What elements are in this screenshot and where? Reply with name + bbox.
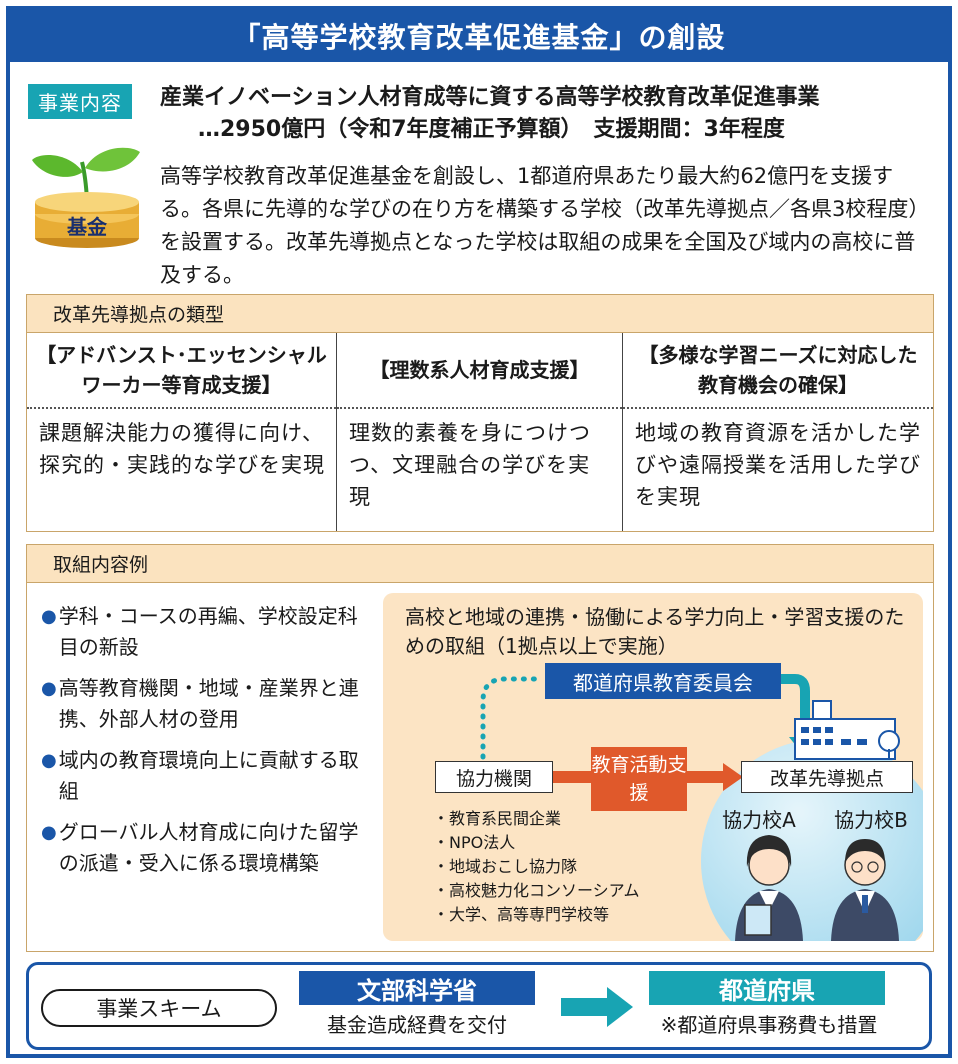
school-b-label: 協力校B [834,808,908,832]
document-frame: 「高等学校教育改革促進基金」の創設 事業内容 産業イノベーション人材育成等に資す… [6,6,952,1058]
list-item: ●学科・コースの再編、学校設定科目の新設 [41,601,371,663]
collaboration-diagram: 高校と地域の連携・協働による学力向上・学習支援のための取組（1拠点以上で実施） … [383,593,923,941]
list-item: ●グローバル人材育成に向けた留学の派遣・受入に係る環境構築 [41,817,371,879]
prefectural-board-box: 都道府県教育委員会 [545,663,781,699]
bullet-icon: ● [41,678,57,699]
type-title: 【理数系人材育成支援】 [337,333,622,409]
examples-section: 取組内容例 ●学科・コースの再編、学校設定科目の新設 ●高等教育機関・地域・産業… [26,544,934,952]
list-item: ・地域おこし協力隊 [433,857,578,876]
type-title: 【アドバンスト･エッセンシャルワーカー等育成支援】 [27,333,336,409]
scheme-label: 事業スキーム [41,989,277,1027]
headline-line2: …2950億円（令和7年度補正予算額） 支援期間：3年程度 [198,117,785,142]
type-body: 課題解決能力の獲得に向け、探究的・実践的な学びを実現 [39,421,325,477]
reform-hub-box: 改革先導拠点 [741,761,913,793]
intro-section: 事業内容 産業イノベーション人材育成等に資する高等学校教育改革促進事業 …295… [10,62,948,300]
student-girl-icon [735,835,803,941]
list-item: ●高等教育機関・地域・産業界と連携、外部人材の登用 [41,673,371,735]
bullet-icon: ● [41,606,57,627]
type-title: 【多様な学習ニーズに対応した教育機会の確保】 [623,333,933,409]
school-building-icon [794,700,900,760]
scheme-section: 事業スキーム 文部科学省 基金造成経費を交付 都道府県 ※都道府県事務費も措置 [26,962,932,1050]
types-grid: 【アドバンスト･エッセンシャルワーカー等育成支援】 課題解決能力の獲得に向け、探… [27,333,933,531]
right-arrow-icon [561,987,633,1027]
types-section: 改革先導拠点の類型 【アドバンスト･エッセンシャルワーカー等育成支援】 課題解決… [26,294,934,532]
type-body: 地域の教育資源を活かした学びや遠隔授業を活用した学びを実現 [635,421,921,509]
business-content-tag: 事業内容 [28,84,132,119]
intro-description: 高等学校教育改革促進基金を創設し、1都道府県あたり最大約62億円を支援する。各県… [160,164,930,287]
partner-org-box: 協力機関 [435,761,553,793]
type-body: 理数的素養を身につけつつ、文理融合の学びを実現 [349,421,591,509]
dotted-connector [480,676,546,760]
examples-heading: 取組内容例 [27,545,933,583]
school-a-label: 協力校A [722,808,796,832]
coin-label: 基金 [67,215,108,239]
list-item: ・NPO法人 [433,833,516,852]
ministry-box: 文部科学省 [299,971,535,1005]
diagram-title: 高校と地域の連携・協働による学力向上・学習支援のための取組（1拠点以上で実施） [405,605,905,658]
page-title: 「高等学校教育改革促進基金」の創設 [10,10,948,62]
ministry-subtext: 基金造成経費を交付 [327,1013,507,1037]
type-column-science: 【理数系人材育成支援】 理数的素養を身につけつつ、文理融合の学びを実現 [337,333,623,531]
types-heading: 改革先導拠点の類型 [27,295,933,333]
bullet-icon: ● [41,750,57,771]
examples-list: ●学科・コースの再編、学校設定科目の新設 ●高等教育機関・地域・産業界と連携、外… [41,601,371,889]
partner-list: ・教育系民間企業 ・NPO法人 ・地域おこし協力隊 ・高校魅力化コンソーシアム … [433,807,640,927]
type-column-advanced: 【アドバンスト･エッセンシャルワーカー等育成支援】 課題解決能力の獲得に向け、探… [27,333,337,531]
student-boy-icon [831,839,899,941]
headline-line1: 産業イノベーション人材育成等に資する高等学校教育改革促進事業 [160,85,820,110]
type-column-diverse: 【多様な学習ニーズに対応した教育機会の確保】 地域の教育資源を活かした学びや遠隔… [623,333,933,531]
project-headline: 産業イノベーション人材育成等に資する高等学校教育改革促進事業 …2950億円（令… [160,82,820,146]
sprout-coin-icon: 基金 [32,147,140,248]
prefecture-subtext: ※都道府県事務費も措置 [660,1013,878,1037]
bullet-icon: ● [41,822,57,843]
list-item: ●域内の教育環境向上に貢献する取組 [41,745,371,807]
list-item: ・教育系民間企業 [433,809,562,828]
right-arrow-icon [723,763,743,791]
list-item: ・高校魅力化コンソーシアム [433,881,640,900]
prefecture-box: 都道府県 [649,971,885,1005]
education-support-box: 教育活動支援 [591,747,687,811]
list-item: ・大学、高等専門学校等 [433,905,610,924]
